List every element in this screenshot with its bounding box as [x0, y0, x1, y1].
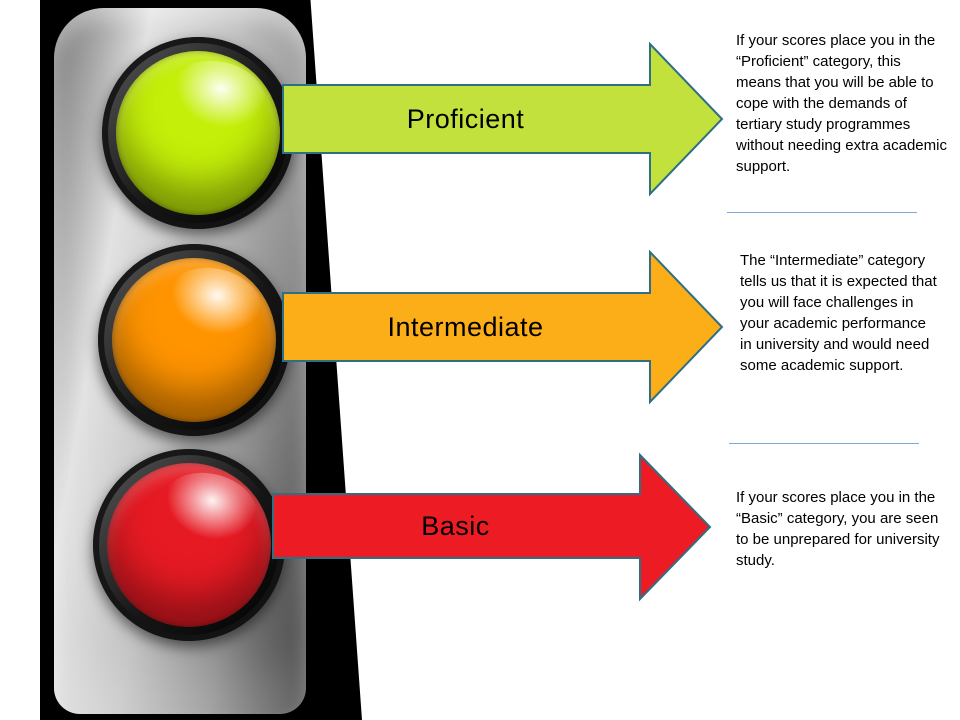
traffic-light-body: [54, 8, 306, 714]
divider-line: [727, 212, 917, 213]
orange-light: [98, 244, 290, 436]
intermediate-description: The “Intermediate” category tells us tha…: [740, 252, 937, 374]
gloss-highlight-icon: [164, 51, 274, 140]
orange-bulb: [112, 258, 276, 422]
divider-line: [729, 443, 919, 444]
intermediate-arrow: [282, 249, 724, 405]
basic-description: If your scores place you in the “Basic” …: [736, 489, 940, 569]
proficient-description: If your scores place you in the “Profici…: [736, 32, 947, 175]
basic-arrow-shape: [272, 452, 712, 602]
intermediate-arrow-shape: [282, 249, 724, 405]
red-bulb: [107, 463, 271, 627]
red-light: [93, 449, 285, 641]
gloss-highlight-icon: [155, 463, 265, 552]
basic-arrow-label: Basic: [421, 510, 490, 541]
proficient-arrow-label: Proficient: [406, 103, 525, 134]
green-bulb: [116, 51, 280, 215]
intermediate-arrow-label: Intermediate: [387, 311, 544, 342]
gloss-highlight-icon: [160, 258, 270, 347]
basic-arrow: [272, 452, 712, 602]
proficient-arrow: [282, 41, 724, 197]
proficient-arrow-shape: [282, 41, 724, 197]
green-light: [102, 37, 294, 229]
